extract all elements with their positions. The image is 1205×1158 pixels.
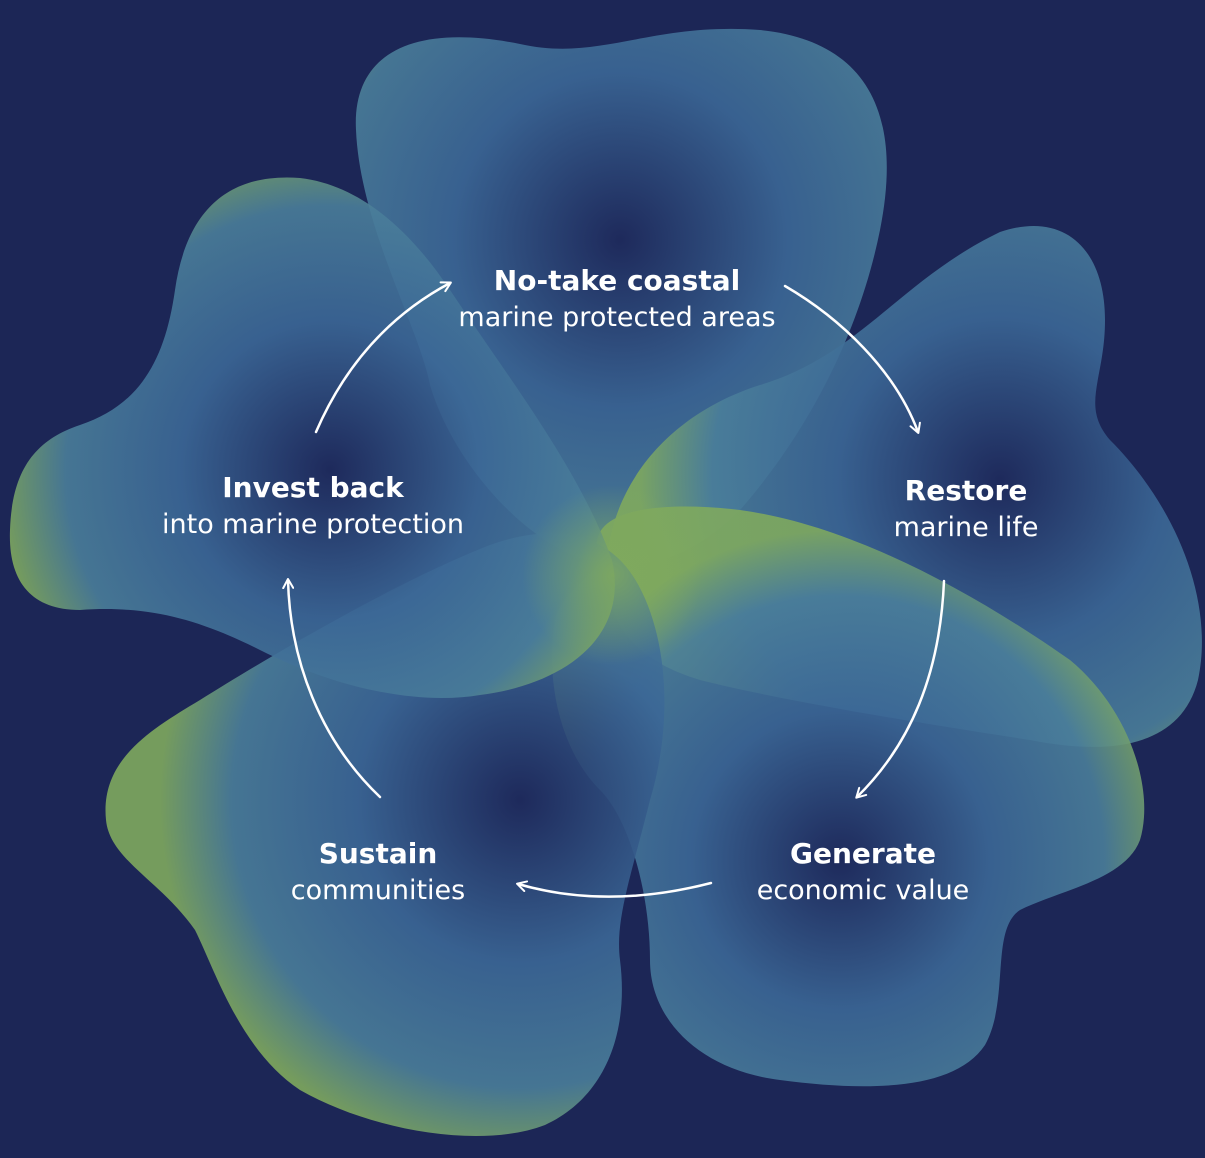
stage-title: Invest back	[222, 471, 404, 504]
stage-invest-back: Invest back into marine protection	[162, 469, 464, 543]
petal-convergence-glow	[522, 485, 702, 665]
arrow-2-to-3	[855, 579, 946, 799]
stage-subtitle: communities	[290, 875, 466, 906]
stage-subtitle: marine protected areas	[458, 302, 776, 333]
stage-title: No-take coastal	[493, 264, 741, 297]
stage-sustain: Sustain communities	[291, 835, 465, 909]
stage-subtitle: economic value	[756, 875, 970, 906]
arrow-1-to-2	[783, 284, 921, 434]
petal-left	[9, 177, 615, 698]
arrow-5-to-1	[314, 281, 452, 434]
stage-title: Generate	[790, 837, 936, 870]
stage-title: Restore	[904, 474, 1028, 507]
stage-restore: Restore marine life	[894, 472, 1039, 546]
arrow-4-to-5	[282, 578, 382, 799]
arrow-3-to-4	[516, 880, 713, 898]
stage-subtitle: into marine protection	[162, 509, 464, 540]
petals	[9, 28, 1202, 1137]
stage-subtitle: marine life	[893, 512, 1039, 543]
petal-bottom-right	[552, 506, 1145, 1087]
cycle-arrows	[282, 281, 946, 898]
stage-generate: Generate economic value	[757, 835, 970, 909]
stage-title: Sustain	[318, 837, 438, 870]
stage-no-take-mpa: No-take coastal marine protected areas	[458, 262, 775, 336]
